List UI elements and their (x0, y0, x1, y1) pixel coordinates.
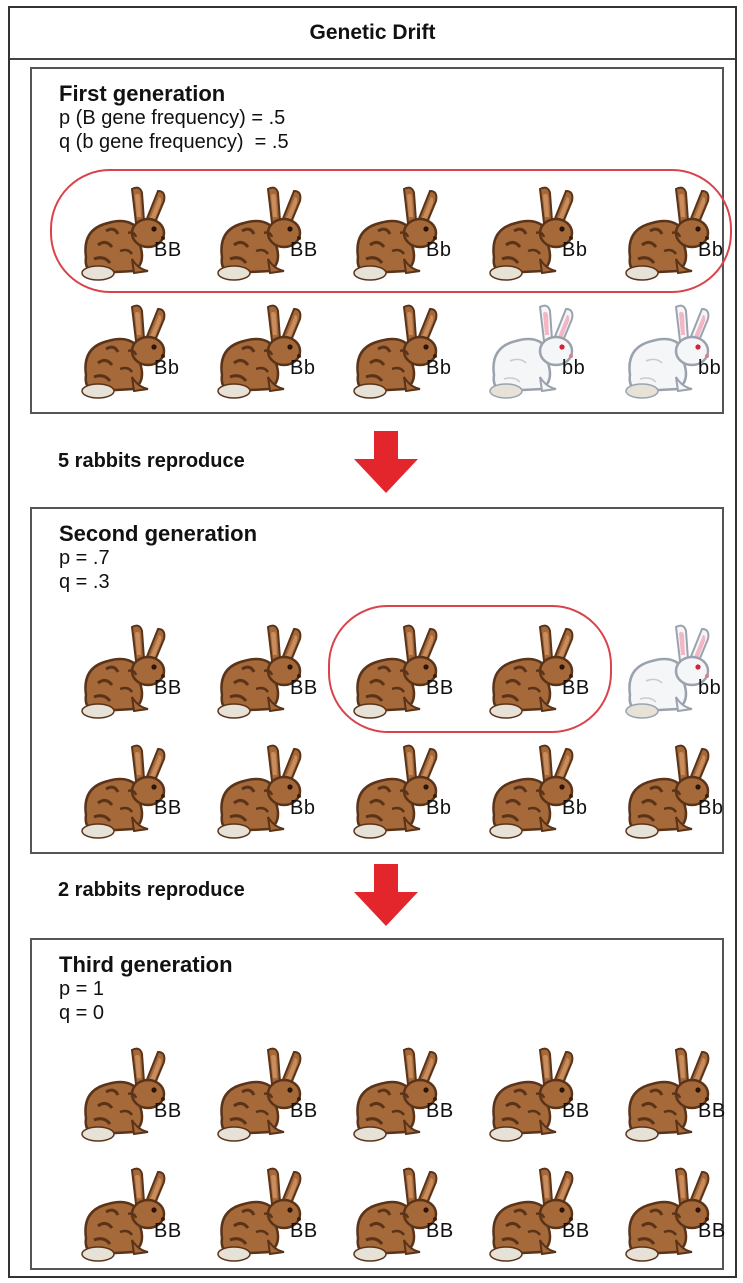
genotype-label: Bb (562, 239, 587, 262)
q-frequency: q = .3 (59, 571, 110, 594)
rabbit: BB (70, 1044, 198, 1144)
rabbit: BB (70, 183, 198, 283)
rabbit: Bb (478, 183, 606, 283)
genotype-label: BB (290, 1100, 318, 1123)
rabbit: BB (478, 1164, 606, 1264)
p-frequency: p (B gene frequency) = .5 (59, 107, 285, 130)
genotype-label: Bb (426, 797, 451, 820)
p-frequency: p = 1 (59, 978, 104, 1001)
genotype-label: BB (154, 797, 182, 820)
rabbit: BB (206, 1164, 334, 1264)
rabbit: BB (478, 621, 606, 721)
rabbit: BB (70, 621, 198, 721)
genotype-label: Bb (698, 239, 723, 262)
rabbit: Bb (206, 301, 334, 401)
generation-panel-third: Third generation p = 1 q = 0 BB BB BB BB… (30, 938, 724, 1270)
genotype-label: BB (290, 677, 318, 700)
rabbit: Bb (478, 741, 606, 841)
rabbit: BB (70, 1164, 198, 1264)
rabbit: BB (206, 621, 334, 721)
rabbit: BB (206, 183, 334, 283)
generation-panel-second: Second generation p = .7 q = .3 BB BB BB… (30, 507, 724, 854)
genotype-label: Bb (154, 357, 179, 380)
genotype-label: BB (562, 1220, 590, 1243)
transition-label: 5 rabbits reproduce (58, 450, 245, 473)
rabbit: Bb (342, 301, 470, 401)
genotype-label: BB (562, 1100, 590, 1123)
rabbit: BB (206, 1044, 334, 1144)
generation-heading: Second generation (59, 521, 257, 547)
rabbit: Bb (70, 301, 198, 401)
genotype-label: BB (290, 1220, 318, 1243)
generation-panel-first: First generation p (B gene frequency) = … (30, 67, 724, 414)
genotype-label: bb (698, 357, 721, 380)
figure-title: Genetic Drift (10, 8, 735, 60)
genotype-label: BB (154, 1220, 182, 1243)
genotype-label: BB (562, 677, 590, 700)
q-frequency: q (b gene frequency) = .5 (59, 131, 289, 154)
genotype-label: Bb (426, 357, 451, 380)
genotype-label: BB (426, 1100, 454, 1123)
rabbit: Bb (206, 741, 334, 841)
genotype-label: BB (154, 677, 182, 700)
genotype-label: BB (698, 1220, 726, 1243)
rabbit: BB (342, 1044, 470, 1144)
rabbit: bb (614, 301, 742, 401)
rabbit: Bb (342, 183, 470, 283)
rabbit: BB (342, 621, 470, 721)
down-arrow-icon (354, 864, 418, 926)
rabbit: Bb (614, 183, 742, 283)
rabbit: bb (614, 621, 742, 721)
genotype-label: bb (698, 677, 721, 700)
rabbit: BB (614, 1164, 742, 1264)
genotype-label: BB (154, 1100, 182, 1123)
genotype-label: BB (426, 677, 454, 700)
genetic-drift-figure: Genetic Drift First generation p (B gene… (8, 6, 737, 1278)
genotype-label: bb (562, 357, 585, 380)
rabbit: BB (614, 1044, 742, 1144)
rabbit: Bb (614, 741, 742, 841)
genotype-label: Bb (562, 797, 587, 820)
p-frequency: p = .7 (59, 547, 110, 570)
genotype-label: Bb (290, 797, 315, 820)
down-arrow-icon (354, 431, 418, 493)
genotype-label: BB (698, 1100, 726, 1123)
rabbit: Bb (342, 741, 470, 841)
generation-heading: Third generation (59, 952, 233, 978)
genotype-label: BB (426, 1220, 454, 1243)
generation-heading: First generation (59, 81, 225, 107)
rabbit: BB (70, 741, 198, 841)
genotype-label: Bb (290, 357, 315, 380)
genotype-label: Bb (698, 797, 723, 820)
rabbit: bb (478, 301, 606, 401)
transition-label: 2 rabbits reproduce (58, 879, 245, 902)
rabbit: BB (342, 1164, 470, 1264)
genotype-label: BB (290, 239, 318, 262)
rabbit: BB (478, 1044, 606, 1144)
q-frequency: q = 0 (59, 1002, 104, 1025)
genotype-label: Bb (426, 239, 451, 262)
genotype-label: BB (154, 239, 182, 262)
